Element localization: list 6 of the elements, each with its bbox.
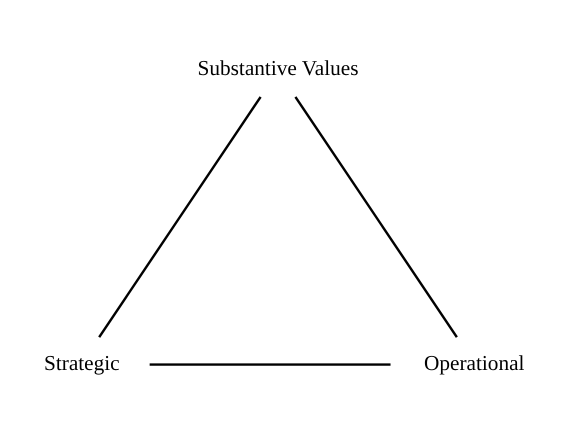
connector	[150, 363, 391, 366]
connector	[98, 96, 262, 338]
node-text: Substantive Values	[198, 56, 359, 80]
node-text: Strategic	[44, 351, 120, 376]
node-text: Operational	[424, 351, 524, 376]
connector	[294, 96, 458, 338]
